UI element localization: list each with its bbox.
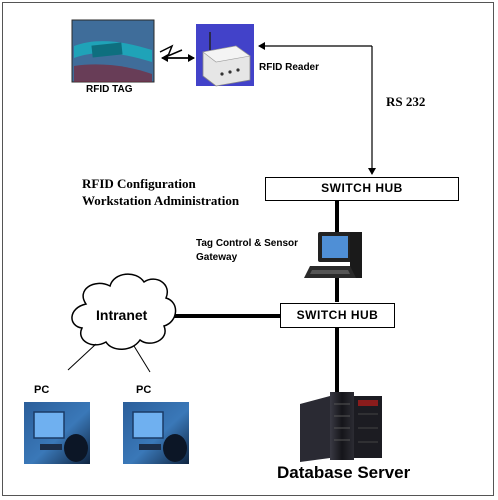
- database-server-label: Database Server: [277, 463, 411, 482]
- pc-right-image: [123, 402, 189, 464]
- switch-hub-top: SWITCH HUB: [265, 177, 459, 201]
- gateway-computer-image: [304, 232, 362, 278]
- pc-left-label: PC: [34, 384, 50, 396]
- pc-right-label: PC: [136, 384, 152, 396]
- config-workstation-line2: Workstation Administration: [82, 193, 240, 208]
- intranet-label: Intranet: [96, 307, 148, 323]
- wireless-link: [159, 44, 195, 62]
- rs232-link: [258, 42, 376, 175]
- rs232-label: RS 232: [386, 94, 426, 109]
- switch-hub-bottom-label: SWITCH HUB: [296, 308, 379, 322]
- gateway-label-line2: Gateway: [196, 252, 238, 263]
- pc-left-image: [24, 402, 90, 464]
- intranet-to-pc-left-link: [67, 343, 97, 371]
- intranet-to-pc-right-link: [133, 345, 151, 373]
- gateway-label-line1: Tag Control & Sensor: [196, 238, 299, 249]
- database-server-image: [300, 392, 382, 462]
- switch-hub-bottom: SWITCH HUB: [280, 303, 395, 328]
- rfid-tag-label: RFID TAG: [86, 84, 133, 95]
- rfid-reader-label: RFID Reader: [259, 62, 320, 73]
- rfid-tag-image: [71, 19, 155, 83]
- intranet-cloud: [71, 273, 177, 350]
- rfid-reader-image: [196, 24, 254, 87]
- config-workstation-line1: RFID Configuration: [82, 176, 196, 191]
- switch-hub-top-label: SWITCH HUB: [321, 181, 403, 195]
